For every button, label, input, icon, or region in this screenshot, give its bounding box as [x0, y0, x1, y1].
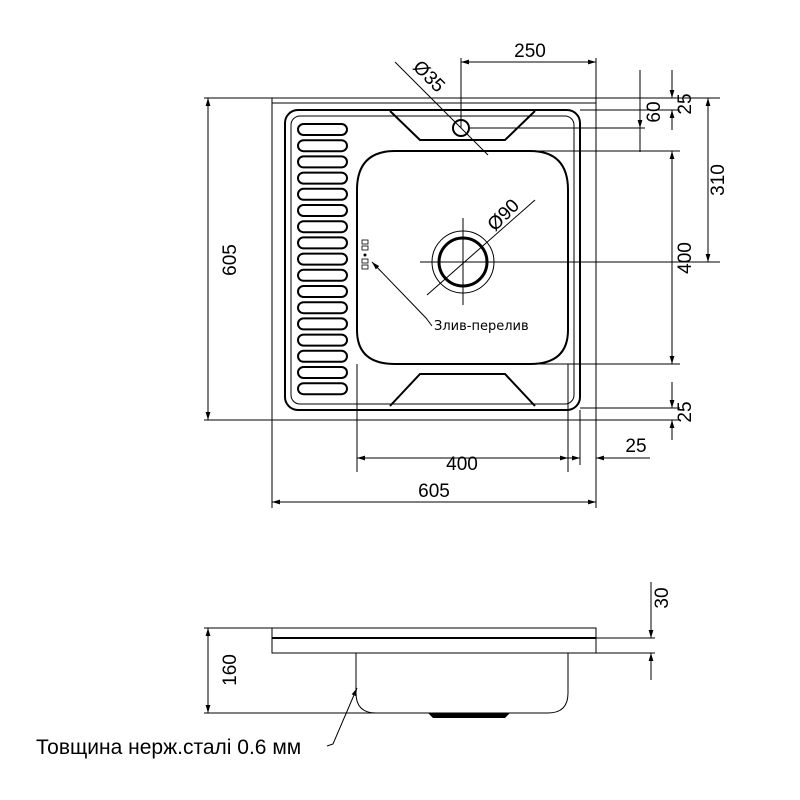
overflow-icon	[361, 239, 369, 270]
dim-drain-diameter: Ø90	[484, 195, 524, 235]
drainer-slot	[297, 204, 348, 217]
overflow-label: Злив-перелив	[434, 319, 529, 334]
dim-25-top: 25	[675, 93, 696, 114]
dim-25-right: 25	[625, 436, 646, 457]
dim-160: 160	[220, 654, 241, 686]
drainer-slot	[297, 171, 348, 185]
dim-30: 30	[652, 587, 673, 608]
dim-400-horizontal: 400	[446, 454, 478, 475]
dim-605-vertical: 605	[220, 244, 241, 276]
dim-400-vertical: 400	[675, 242, 696, 274]
rim-inner	[290, 115, 575, 405]
drainer-slot	[297, 333, 348, 347]
drainer-slots	[297, 123, 348, 396]
drainer-slot	[297, 366, 348, 379]
drainer-slot	[297, 349, 348, 363]
drain-profile	[428, 713, 510, 718]
drainer-slot	[297, 236, 348, 250]
drainer-slot	[297, 382, 348, 396]
dim-25-bottom: 25	[675, 401, 696, 422]
flange	[271, 627, 597, 654]
side-view: 160 30 Товщина нерж.сталі 0.6 мм	[36, 582, 673, 759]
drainer-slot	[297, 301, 348, 315]
drainer-slot	[297, 317, 348, 331]
sink-outline	[271, 97, 597, 421]
bowl-profile	[355, 653, 569, 714]
drainer-slot	[297, 123, 348, 136]
drainer-slot	[297, 139, 348, 153]
dim-tap-diameter: Ø35	[408, 57, 448, 97]
dim-605-horizontal: 605	[418, 481, 450, 502]
dim-60: 60	[644, 101, 665, 122]
drainer-slot	[297, 155, 348, 169]
drainer-slot	[297, 220, 348, 234]
dim-250: 250	[514, 41, 546, 62]
thickness-note: Товщина нерж.сталі 0.6 мм	[36, 736, 301, 759]
drainer-slot	[297, 252, 348, 266]
top-view: Злив-перелив 250 Ø35 Ø90 60 25 310	[204, 41, 729, 508]
drainer-slot	[297, 187, 348, 201]
drainer-slot	[297, 268, 348, 282]
top-recess	[389, 110, 536, 141]
rim-outer	[284, 109, 581, 411]
drainer-slot	[297, 285, 348, 298]
dim-310: 310	[708, 164, 729, 196]
bottom-recess	[389, 373, 536, 407]
